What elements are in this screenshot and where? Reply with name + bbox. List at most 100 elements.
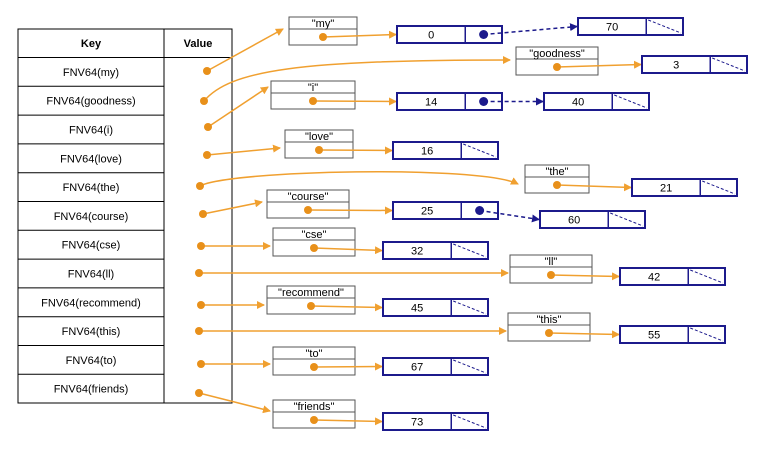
null-pointer-mark	[610, 212, 644, 227]
list-node-frame	[543, 92, 650, 111]
list-node-67: 67	[382, 357, 489, 376]
word-pointer-dot	[310, 416, 318, 424]
list-node-frame	[382, 357, 489, 376]
list-node-frame	[539, 210, 646, 229]
list-node-frame	[641, 55, 748, 74]
list-node-value: 70	[606, 22, 618, 34]
next-pointer-dot	[479, 30, 489, 39]
table-key-i: FNV64(i)	[69, 125, 113, 137]
list-node-14: 14	[396, 92, 544, 111]
table-key-my: FNV64(my)	[63, 67, 119, 79]
table-key-recommend: FNV64(recommend)	[41, 297, 141, 309]
table-value-dot-goodness	[200, 97, 208, 105]
table-key-this: FNV64(this)	[62, 326, 121, 338]
null-pointer-mark	[463, 143, 497, 158]
null-pointer-mark	[453, 414, 487, 429]
word-label: "the"	[545, 166, 568, 178]
list-node-21: 21	[631, 178, 738, 197]
table-value-dot-course	[199, 210, 207, 218]
word-pointer-dot	[310, 363, 318, 371]
list-node-40: 40	[543, 92, 650, 111]
word-pointer-dot	[547, 271, 555, 279]
list-node-value: 25	[421, 206, 433, 218]
word-to-node-arrow-i	[312, 97, 397, 106]
list-node-frame	[577, 17, 684, 36]
word-box-the: "the"	[524, 164, 590, 194]
table-key-goodness: FNV64(goodness)	[46, 96, 135, 108]
pointer-my	[206, 28, 284, 72]
word-to-node-arrow-ll	[550, 272, 620, 281]
pointer-i	[207, 86, 269, 128]
list-node-frame	[382, 241, 489, 260]
word-to-node-arrow-love	[318, 146, 393, 155]
list-node-value: 3	[673, 60, 679, 72]
word-to-node-arrow-to	[313, 362, 383, 371]
word-label: "this"	[537, 314, 562, 326]
next-pointer-dot	[479, 97, 489, 106]
list-node-value: 45	[411, 303, 423, 315]
list-node-frame	[382, 298, 489, 317]
list-node-frame	[396, 92, 503, 111]
list-node-32: 32	[382, 241, 489, 260]
list-node-3: 3	[641, 55, 748, 74]
next-pointer-arrow	[483, 23, 578, 36]
list-node-42: 42	[619, 267, 726, 286]
list-node-60: 60	[539, 210, 646, 229]
word-label: "cse"	[302, 229, 327, 241]
table-value-dot-i	[204, 123, 212, 131]
list-node-frame	[392, 201, 499, 220]
list-node-value: 42	[648, 272, 660, 284]
word-boxes: "my""goodness""i""love""the""course""cse…	[266, 16, 642, 429]
table-header-key: Key	[81, 38, 102, 50]
table-key-love: FNV64(love)	[60, 153, 122, 165]
list-node-value: 60	[568, 215, 580, 227]
word-label: "friends"	[294, 401, 335, 413]
list-node-55: 55	[619, 325, 726, 344]
word-label: "to"	[306, 348, 323, 360]
word-box-friends: "friends"	[272, 399, 356, 429]
list-node-value: 0	[428, 30, 434, 42]
pointer-goodness	[203, 56, 511, 102]
table-value-dot-ll	[195, 269, 203, 277]
table-value-dot-to	[197, 360, 205, 368]
word-to-node-arrow-course	[307, 206, 393, 215]
list-node-frame	[631, 178, 738, 197]
table-key-to: FNV64(to)	[66, 355, 117, 367]
table-header-value: Value	[184, 38, 213, 50]
word-label: "course"	[288, 191, 329, 203]
list-node-16: 16	[392, 141, 499, 160]
list-node-frame	[619, 325, 726, 344]
null-pointer-mark	[712, 57, 746, 72]
null-pointer-mark	[453, 359, 487, 374]
word-pointer-dot	[545, 329, 553, 337]
word-pointer-dot	[319, 33, 327, 41]
list-node-frame	[396, 25, 503, 44]
word-pointer-dot	[310, 244, 318, 252]
table-value-column	[163, 28, 233, 404]
word-box-frame	[288, 16, 358, 46]
pointer-friends	[198, 392, 271, 414]
word-to-node-arrow-cse	[313, 246, 383, 255]
table-value-dot-love	[203, 151, 211, 159]
word-label: "my"	[312, 18, 335, 30]
word-to-node-arrow-the	[556, 183, 632, 192]
word-to-node-arrow-friends	[313, 417, 383, 426]
word-pointer-dot	[553, 63, 561, 71]
list-node-value: 73	[411, 417, 423, 429]
list-node-value: 32	[411, 246, 423, 258]
list-node-value: 16	[421, 146, 433, 158]
list-node-value: 55	[648, 330, 660, 342]
table-value-dot-the	[196, 182, 204, 190]
table-key-column	[17, 28, 165, 404]
word-box-frame	[515, 46, 599, 76]
null-pointer-mark	[453, 300, 487, 315]
table-row-dividers	[18, 57, 232, 375]
key-pointers	[198, 28, 519, 414]
list-node-70: 70	[577, 17, 684, 36]
table-key-friends: FNV64(friends)	[54, 384, 129, 396]
table-value-dot-my	[203, 67, 211, 75]
word-to-node-arrow-recommend	[310, 303, 383, 312]
word-pointer-dot	[304, 206, 312, 214]
